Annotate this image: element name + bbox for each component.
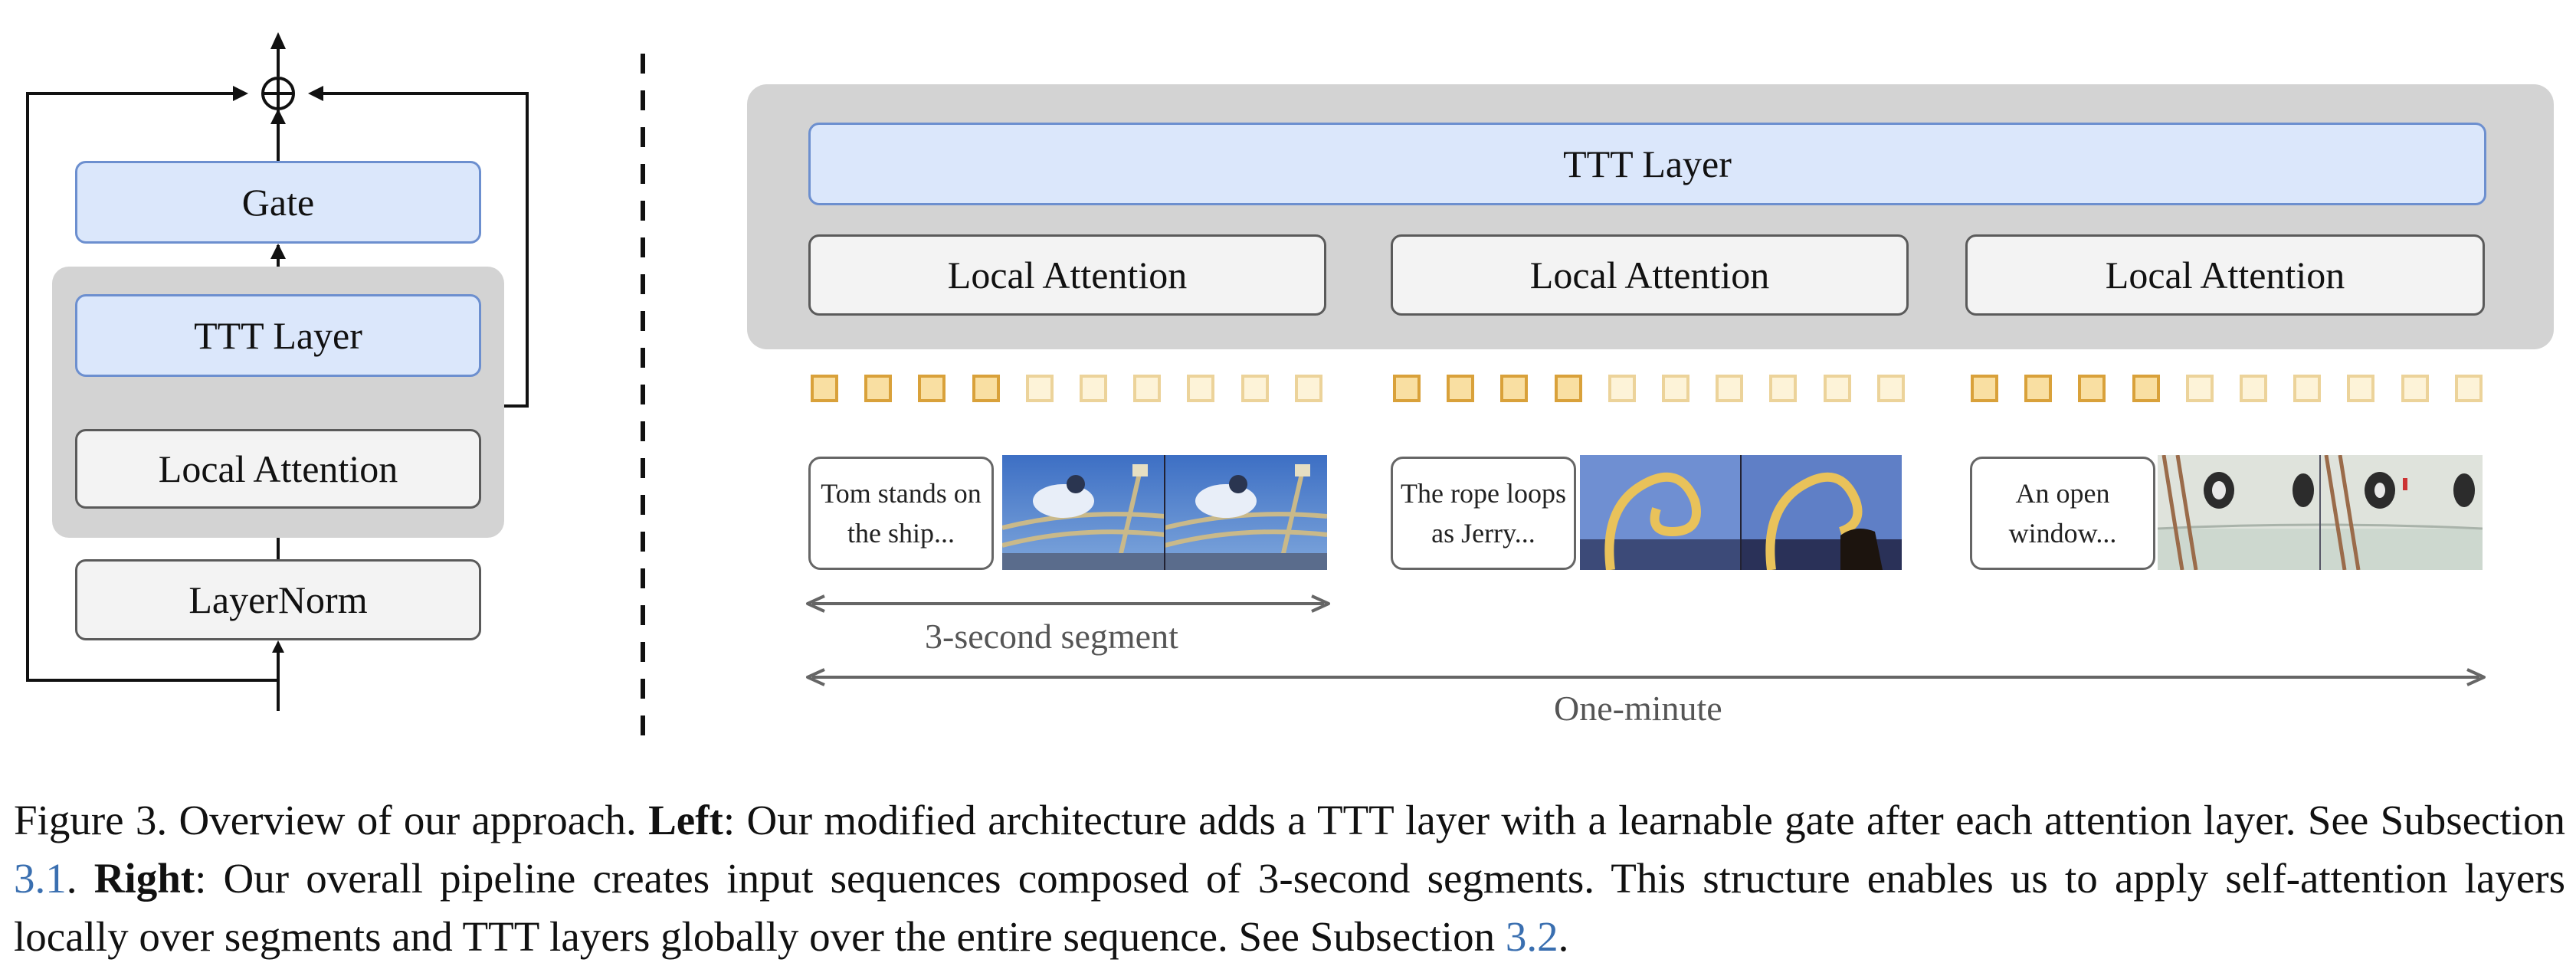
gate-label: Gate [241,181,315,224]
token-3-6 [2240,375,2267,402]
token-2-1 [1393,375,1421,402]
token-1-3 [918,375,946,402]
token-3-2 [2024,375,2052,402]
token-1-6 [1080,375,1107,402]
caption-left-keyword: Left [648,797,723,843]
left-local-attention-box: Local Attention [75,429,481,509]
global-ttt-layer-box: TTT Layer [808,123,2486,205]
token-1-4 [972,375,1000,402]
segment-1-text-line1: Tom stands on [821,477,982,509]
token-2-2 [1447,375,1474,402]
token-1-9 [1241,375,1269,402]
local-attention-label-3: Local Attention [2105,254,2345,296]
segment-1-text-box: Tom stands on the ship... [808,457,994,570]
token-2-6 [1662,375,1689,402]
token-2-3 [1500,375,1528,402]
caption-part-1: Figure 3. Overview of our approach. [14,797,649,843]
token-3-9 [2401,375,2429,402]
segment-3-text-line2: window... [2008,518,2117,548]
token-3-7 [2293,375,2321,402]
local-attention-label-2: Local Attention [1529,254,1770,296]
segment-2-text-box: The rope loops as Jerry... [1391,457,1576,570]
caption-part-3: . [66,855,94,902]
token-1-5 [1026,375,1054,402]
span-arrows [806,594,2486,686]
segment-duration-label: 3-second segment [925,617,1178,656]
token-1-10 [1295,375,1322,402]
local-attention-label-1: Local Attention [947,254,1188,296]
token-1-7 [1133,375,1161,402]
left-ttt-layer-label: TTT Layer [194,314,362,357]
gate-box: Gate [75,161,481,244]
token-3-1 [1971,375,1998,402]
segment-2-frames-image [1580,455,1902,570]
dashed-divider [641,54,645,735]
token-3-5 [2186,375,2214,402]
segment-1-video-frames [1002,455,1327,570]
token-2-8 [1769,375,1797,402]
local-attention-box-2: Local Attention [1391,234,1909,316]
caption-part-2: : Our modified architecture adds a TTT l… [723,797,2565,843]
token-2-7 [1716,375,1743,402]
token-1-1 [811,375,838,402]
local-attention-box-1: Local Attention [808,234,1326,316]
caption-part-5: . [1558,913,1569,960]
layernorm-label: LayerNorm [188,578,368,621]
figure-caption: Figure 3. Overview of our approach. Left… [14,791,2565,966]
local-attention-box-3: Local Attention [1965,234,2485,316]
segment-1-frames-image [1002,455,1327,570]
caption-ref-3-1[interactable]: 3.1 [14,855,67,902]
token-2-9 [1824,375,1851,402]
token-3-10 [2455,375,2483,402]
left-local-attention-label: Local Attention [158,447,398,490]
total-duration-label: One-minute [1554,689,1722,728]
token-3-8 [2347,375,2374,402]
segment-2-text-line2: as Jerry... [1431,518,1535,548]
global-ttt-layer-label: TTT Layer [1563,142,1732,185]
segment-3-video-frames [2158,455,2483,570]
token-3-4 [2132,375,2160,402]
segment-3-frames-image [2158,455,2483,570]
token-1-8 [1187,375,1214,402]
caption-right-keyword: Right [93,855,195,902]
token-2-10 [1877,375,1905,402]
token-1-2 [864,375,892,402]
token-2-4 [1555,375,1582,402]
segment-3-text-line1: An open [2015,477,2110,509]
layernorm-box: LayerNorm [75,559,481,640]
caption-ref-3-2[interactable]: 3.2 [1505,913,1558,960]
token-2-5 [1608,375,1636,402]
segment-3-text-box: An open window... [1970,457,2155,570]
left-ttt-layer-box: TTT Layer [75,294,481,377]
segment-2-video-frames [1580,455,1902,570]
segment-2-text-line1: The rope loops [1401,477,1566,509]
token-3-3 [2078,375,2106,402]
caption-part-4: : Our overall pipeline creates input seq… [14,855,2566,960]
segment-1-text-line2: the ship... [847,518,955,548]
